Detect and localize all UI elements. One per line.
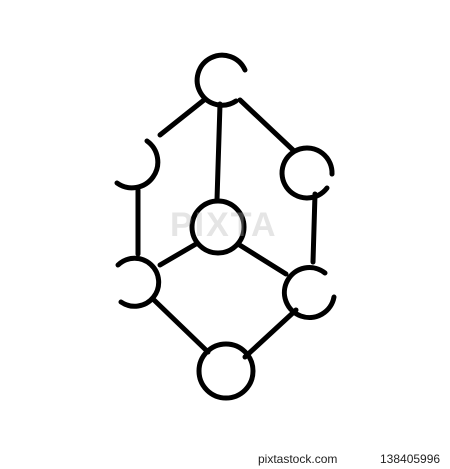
- edge-line: [214, 101, 223, 203]
- node-top: [194, 52, 248, 108]
- node-center: [189, 198, 247, 256]
- edge-line: [242, 307, 299, 360]
- edge-line: [157, 241, 199, 268]
- node-bottom: [196, 341, 256, 401]
- edge-line: [151, 297, 211, 355]
- node-right-lower: [281, 265, 337, 320]
- node-right-upper: [279, 145, 335, 201]
- footer-image-id: 138405996: [380, 452, 441, 466]
- edge-line: [310, 191, 318, 265]
- edge-line: [235, 241, 289, 277]
- edge-line: [237, 97, 296, 153]
- footer-bar: pixtastock.com 138405996: [0, 449, 450, 469]
- footer-site: pixtastock.com: [258, 452, 338, 466]
- node-left-upper: [114, 138, 161, 191]
- molecule-network-icon: [114, 52, 337, 401]
- edge-line: [157, 97, 207, 138]
- node-left-lower: [115, 255, 162, 309]
